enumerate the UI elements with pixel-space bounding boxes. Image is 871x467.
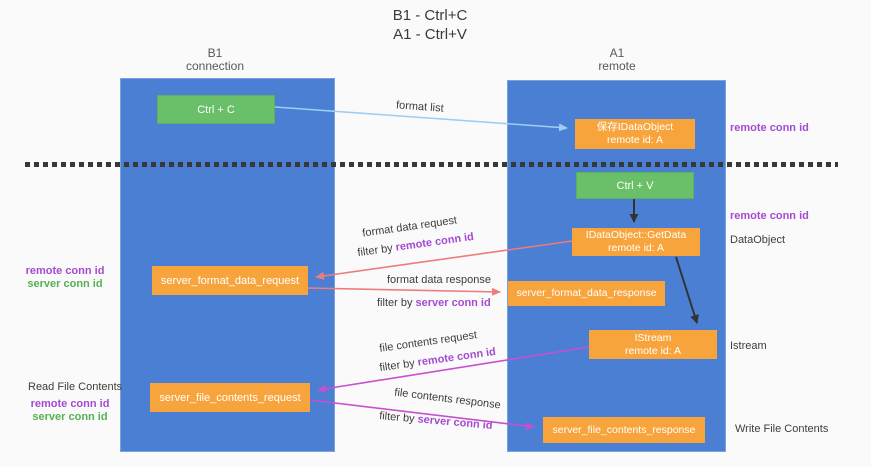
filter-by-text: filter by <box>378 410 419 426</box>
left-server-conn-id-top: server conn id <box>27 278 103 290</box>
arrow-format-data-response <box>307 287 501 296</box>
node-server-format-data-response-label: server_format_data_response <box>516 287 657 299</box>
edge-label-format-list: format list <box>395 99 445 115</box>
left-server-conn-id-bottom: server conn id <box>32 411 108 423</box>
title-line-2: A1 - Ctrl+V <box>393 26 467 43</box>
node-server-file-contents-response-label: server_file_contents_response <box>552 423 696 436</box>
node-server-format-data-request-label: server_format_data_request <box>160 274 300 287</box>
istream-label: Istream <box>730 340 767 352</box>
filter-by-text: filter by <box>377 297 416 309</box>
right-column-subtitle: remote <box>598 59 636 73</box>
server-conn-id-text: server conn id <box>417 413 494 432</box>
node-server-file-contents-request: server_file_contents_request <box>150 383 310 412</box>
node-server-format-data-response: server_format_data_response <box>508 281 665 306</box>
node-istream-line1: IStream <box>634 331 672 344</box>
left-conn-id-pair-top: remote conn id server conn id <box>22 265 108 291</box>
left-remote-conn-id-top: remote conn id <box>25 265 105 277</box>
left-conn-id-pair-bottom: remote conn id server conn id <box>27 398 113 424</box>
remote-conn-id-text: remote conn id <box>394 230 475 254</box>
edge-label-file-contents-response: file contents response <box>393 386 502 412</box>
left-column-subtitle: connection <box>185 59 245 73</box>
left-column-header: B1 connection <box>165 47 265 73</box>
node-ctrl-v-label: Ctrl + V <box>616 179 654 192</box>
diagram-title: B1 - Ctrl+C A1 - Ctrl+V <box>300 6 560 44</box>
node-ctrl-v: Ctrl + V <box>576 172 694 199</box>
node-istream: IStream remote id: A <box>589 330 717 359</box>
read-file-contents-label: Read File Contents <box>28 381 123 393</box>
server-conn-id-text: server conn id <box>415 297 491 309</box>
node-istream-line2: remote id: A <box>624 344 682 357</box>
node-server-format-data-request: server_format_data_request <box>152 266 308 295</box>
edge-label-filter-server-2: filter by server conn id <box>379 410 493 432</box>
node-save-idataobject-line1: 保存IDataObject <box>596 121 674 133</box>
node-ctrl-c-label: Ctrl + C <box>197 103 235 116</box>
node-save-idataobject: 保存IDataObject remote id: A <box>575 119 695 149</box>
filter-by-text: filter by <box>356 241 397 260</box>
node-server-file-contents-response: server_file_contents_response <box>543 417 705 443</box>
node-idataobject-getdata-line2: remote id: A <box>607 242 665 254</box>
edge-label-filter-server-1: filter by server conn id <box>377 297 491 309</box>
node-idataobject-getdata-line1: IDataObject::GetData <box>585 229 687 241</box>
right-column-header: A1 remote <box>567 47 667 73</box>
dataobject-label: DataObject <box>730 234 786 246</box>
node-save-idataobject-line2: remote id: A <box>606 134 664 146</box>
edge-label-format-data-response: format data response <box>387 274 491 286</box>
write-file-contents-label: Write File Contents <box>735 423 829 435</box>
right-column-name: A1 <box>609 46 625 60</box>
left-remote-conn-id-bottom: remote conn id <box>30 398 110 410</box>
node-server-file-contents-request-label: server_file_contents_request <box>159 391 301 404</box>
node-idataobject-getdata: IDataObject::GetData remote id: A <box>572 228 700 256</box>
right-remote-conn-id-top: remote conn id <box>730 122 809 134</box>
right-remote-conn-id-mid: remote conn id <box>730 210 809 222</box>
filter-by-text: filter by <box>378 356 419 375</box>
left-column-name: B1 <box>207 46 223 60</box>
dashed-separator <box>25 162 838 167</box>
remote-conn-id-text: remote conn id <box>416 345 497 369</box>
node-ctrl-c: Ctrl + C <box>157 95 275 124</box>
title-line-1: B1 - Ctrl+C <box>392 7 468 24</box>
